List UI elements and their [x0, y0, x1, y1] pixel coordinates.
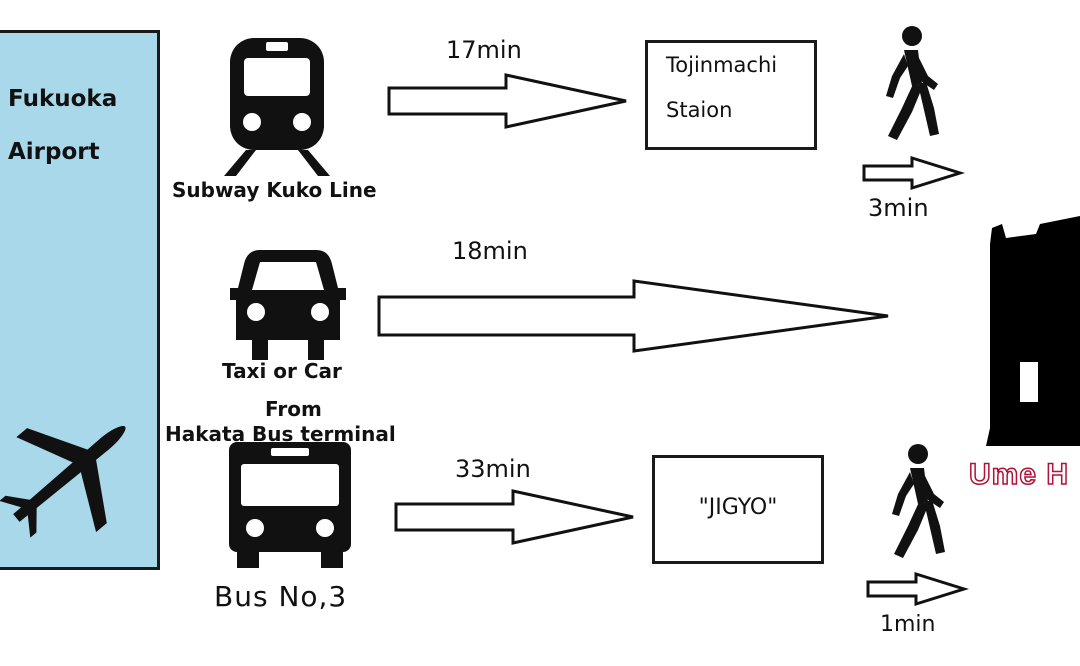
tojinmachi-station-box	[645, 40, 817, 150]
subway-walk-time: 3min	[868, 194, 929, 222]
pedestrian-icon	[892, 444, 945, 558]
taxi-mode-label: Taxi or Car	[222, 359, 342, 383]
bus-arrow	[394, 489, 634, 545]
bus-from-line1: From	[265, 397, 322, 421]
jigyo-stop-box	[652, 455, 824, 564]
bus-ride-time: 33min	[455, 455, 531, 483]
airport-name-line2: Airport	[8, 139, 100, 165]
airport-box	[0, 30, 160, 570]
bus-icon	[229, 442, 351, 568]
jigyo-stop-label: "JIGYO"	[698, 495, 778, 520]
subway-arrow	[387, 73, 627, 129]
car-icon	[230, 250, 346, 360]
taxi-arrow	[377, 279, 889, 353]
subway-mode-label: Subway Kuko Line	[172, 178, 377, 202]
airport-name-line1: Fukuoka	[8, 86, 118, 112]
pedestrian-icon	[886, 26, 939, 140]
taxi-ride-time: 18min	[452, 237, 528, 265]
destination-label: Ume H	[968, 457, 1070, 492]
station-name-line1: Tojinmachi	[666, 53, 778, 77]
walk-arrow-bottom	[866, 571, 970, 607]
bus-mode-label: Bus No,3	[214, 580, 348, 613]
subway-ride-time: 17min	[446, 36, 522, 64]
building-icon	[986, 216, 1080, 446]
bus-walk-time: 1min	[880, 612, 936, 637]
train-icon	[224, 38, 330, 176]
walk-arrow-top	[862, 155, 966, 191]
station-name-line2: Staion	[666, 98, 733, 122]
airplane-icon	[0, 426, 126, 538]
